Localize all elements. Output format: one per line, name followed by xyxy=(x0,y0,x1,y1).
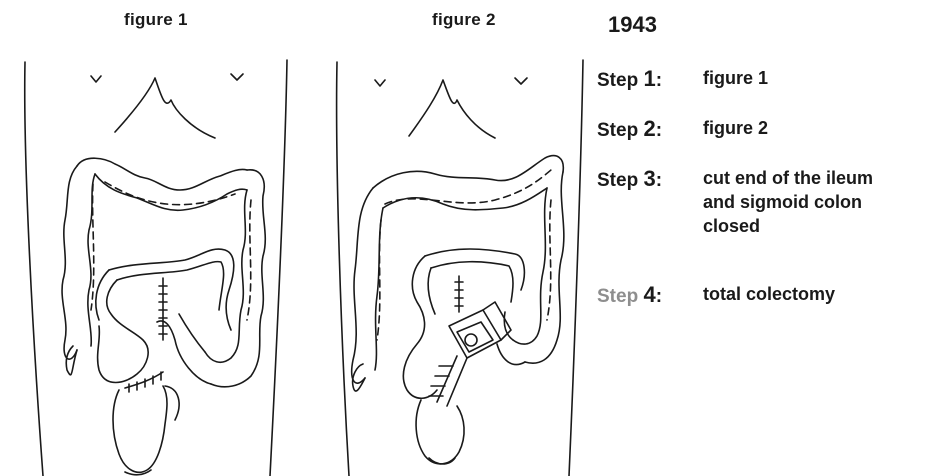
step-2: Step 2: figure 2 xyxy=(597,116,768,142)
transverse-colon xyxy=(95,174,247,210)
rectum xyxy=(416,400,464,464)
step-colon: : xyxy=(656,120,662,141)
sigmoid-colon xyxy=(179,314,205,352)
step-colon: : xyxy=(656,70,662,91)
figure-1-title: figure 1 xyxy=(124,10,188,30)
sigmoid-colon xyxy=(157,321,211,384)
step-label: Step 1: xyxy=(597,66,703,92)
clamp-body xyxy=(449,310,501,358)
nipple-mark xyxy=(515,78,527,84)
small-bowel xyxy=(431,262,513,302)
resection-line xyxy=(385,170,551,204)
suture-line xyxy=(129,372,161,392)
cecum-appendix xyxy=(353,364,365,391)
step-word: Step xyxy=(597,120,638,141)
torso-outline xyxy=(569,60,583,476)
nipple-mark xyxy=(375,80,385,86)
ascending-colon xyxy=(352,188,373,383)
resection-line xyxy=(547,200,551,320)
step-text: cut end of the ileum and sigmoid colon c… xyxy=(703,166,873,238)
rib-line xyxy=(115,78,215,138)
ileum-loop xyxy=(428,268,435,314)
resection-line xyxy=(247,200,251,320)
descending-colon xyxy=(513,188,547,344)
ileum-loop xyxy=(403,256,437,398)
sigmoid-colon xyxy=(497,344,525,365)
rectum xyxy=(113,386,167,472)
step-colon: : xyxy=(656,286,662,307)
transverse-colon xyxy=(373,156,563,188)
ascending-colon xyxy=(375,208,383,370)
small-bowel xyxy=(117,262,224,310)
step-number: 1 xyxy=(643,66,655,91)
clamp-screw xyxy=(465,334,477,346)
ileum-loop xyxy=(98,280,149,383)
step-3: Step 3: cut end of the ileum and sigmoid… xyxy=(597,166,873,238)
transverse-colon xyxy=(77,158,247,190)
step-label: Step 3: xyxy=(597,166,703,192)
year-label: 1943 xyxy=(608,12,657,38)
step-text: total colectomy xyxy=(703,282,835,306)
step-number: 3 xyxy=(643,166,655,191)
step-label: Step 4: xyxy=(597,282,703,308)
torso-outline xyxy=(270,60,287,476)
descending-colon xyxy=(205,190,247,362)
step-label: Step 2: xyxy=(597,116,703,142)
figure-1-drawing xyxy=(15,40,300,476)
step-text: figure 2 xyxy=(703,116,768,140)
step-word: Step xyxy=(597,286,638,307)
step-word: Step xyxy=(597,170,638,191)
torso-outline xyxy=(25,62,43,476)
step-1: Step 1: figure 1 xyxy=(597,66,768,92)
step-number: 2 xyxy=(643,116,655,141)
figure-2-title: figure 2 xyxy=(432,10,496,30)
suture-line xyxy=(125,372,163,388)
small-bowel xyxy=(425,249,524,290)
torso-outline xyxy=(337,62,349,476)
rib-line xyxy=(409,80,495,138)
ascending-colon xyxy=(62,166,77,359)
clamp-shaft xyxy=(437,356,467,406)
step-word: Step xyxy=(597,70,638,91)
nipple-mark xyxy=(91,76,101,82)
step-colon: : xyxy=(656,170,662,191)
nipple-mark xyxy=(231,74,243,80)
step-text: figure 1 xyxy=(703,66,768,90)
suture-line xyxy=(159,286,167,334)
descending-colon xyxy=(211,170,265,387)
cecum-appendix xyxy=(66,346,77,375)
figure-2-drawing xyxy=(325,40,595,476)
step-4: Step 4: total colectomy xyxy=(597,282,835,308)
step-number: 4 xyxy=(643,282,655,307)
